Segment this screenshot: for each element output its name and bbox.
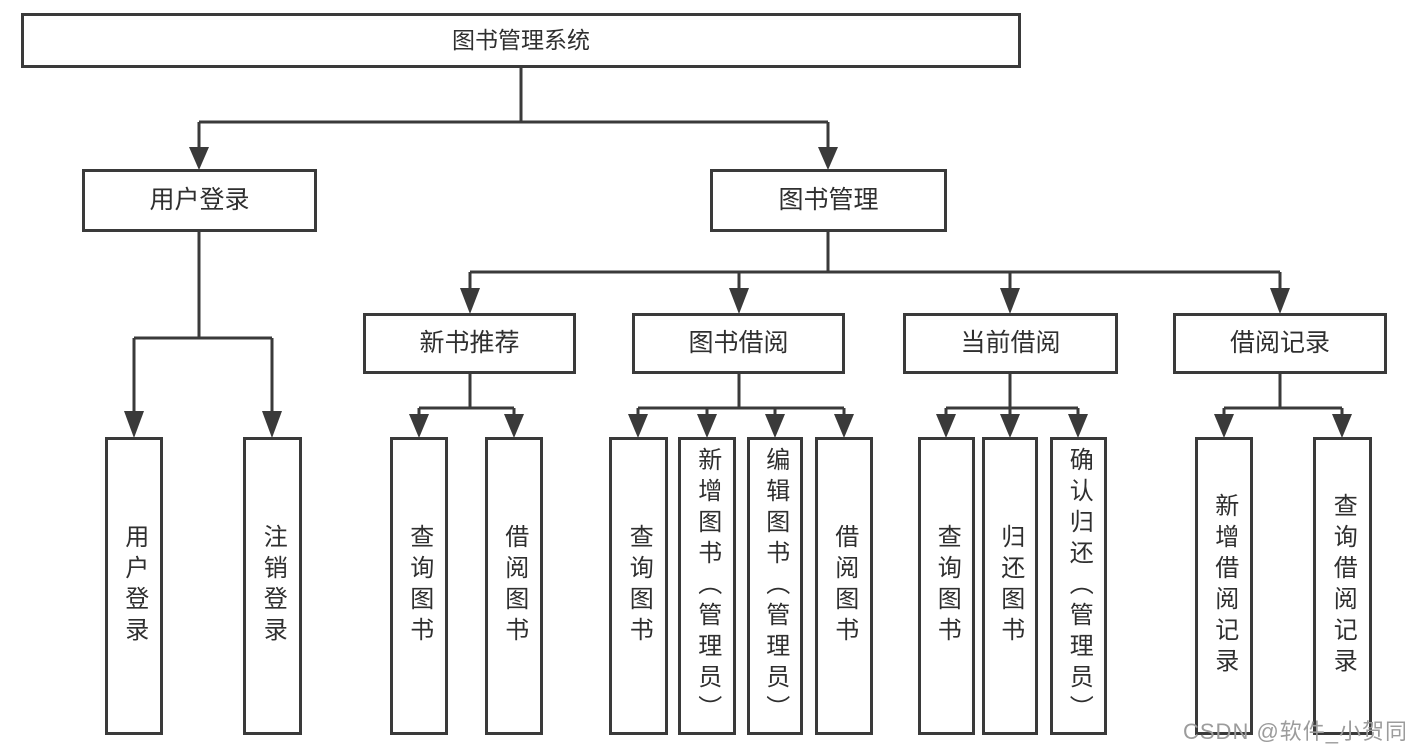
node-leaf-user-login: 用户登录 [105, 437, 163, 735]
node-user-login: 用户登录 [82, 169, 317, 232]
node-leaf-confirm-return-admin: 确认归还（管理员） [1050, 437, 1107, 735]
node-leaf-edit-book-admin: 编辑图书（管理员） [747, 437, 803, 735]
node-leaf-add-borrow-record: 新增借阅记录 [1195, 437, 1253, 735]
connector-book-mgmt-children [460, 232, 1290, 314]
node-leaf-query-books-3: 查询图书 [918, 437, 975, 735]
node-leaf-query-borrow-record: 查询借阅记录 [1313, 437, 1372, 735]
node-leaf-add-book-admin: 新增图书（管理员） [678, 437, 736, 735]
node-leaf-query-books-2: 查询图书 [609, 437, 668, 735]
connector-borrow-records-children [1214, 374, 1352, 438]
node-library-management-system: 图书管理系统 [21, 13, 1021, 68]
node-current-borrowing: 当前借阅 [903, 313, 1118, 374]
node-leaf-borrow-books-1: 借阅图书 [485, 437, 543, 735]
node-book-borrowing: 图书借阅 [632, 313, 845, 374]
csdn-watermark: CSDN @软件_小贺同学 [1183, 719, 1405, 744]
connector-book-borrow-children [628, 374, 854, 438]
connector-new-book-children [409, 374, 524, 438]
connector-current-borrow-children [936, 374, 1088, 438]
node-leaf-borrow-books-2: 借阅图书 [815, 437, 873, 735]
node-borrowing-records: 借阅记录 [1173, 313, 1387, 374]
node-leaf-query-books-1: 查询图书 [390, 437, 448, 735]
node-new-book-recommendation: 新书推荐 [363, 313, 576, 374]
node-leaf-logout: 注销登录 [243, 437, 302, 735]
connector-root-to-level2 [189, 68, 838, 170]
node-leaf-return-book: 归还图书 [982, 437, 1038, 735]
node-book-management: 图书管理 [710, 169, 947, 232]
connector-user-login-children [124, 232, 282, 438]
